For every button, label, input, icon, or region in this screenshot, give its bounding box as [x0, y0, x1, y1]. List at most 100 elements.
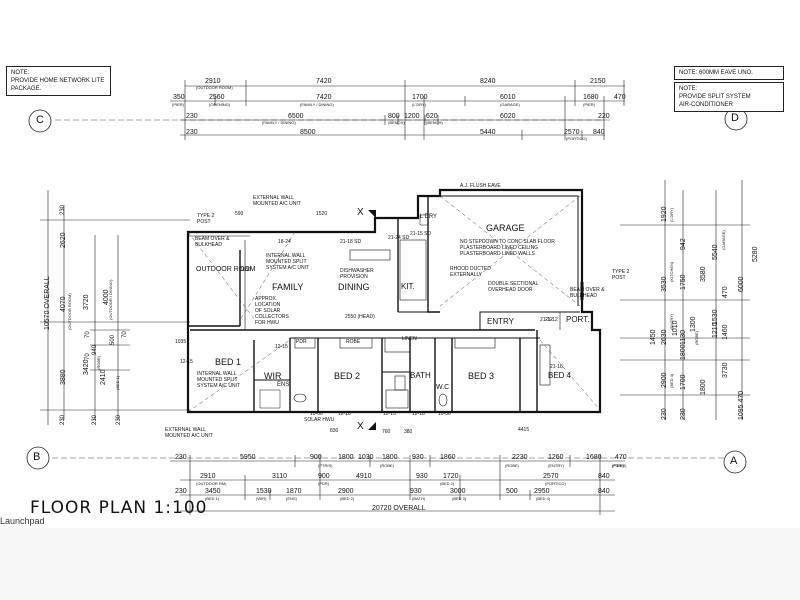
annotation-text: MOUNTED SPLIT — [197, 377, 238, 383]
dimension-label: 470 — [614, 94, 626, 101]
room-label-bed3: BED 3 — [468, 371, 495, 381]
dimension-label: 930 — [410, 488, 422, 495]
dimension-label: 1800 — [338, 454, 354, 461]
small-dimension: 12-15 — [383, 411, 396, 417]
dimension-label: 1750 — [680, 274, 687, 290]
dimension-sub: (ROBE) — [96, 356, 101, 370]
dimension-label: 5440 — [480, 129, 496, 136]
dimension-sub: (PDR) — [318, 481, 330, 486]
room-label-robe: ROBE — [346, 339, 361, 345]
dimension-sub: (BED 2) — [440, 481, 455, 486]
dimension-sub: (GARAGE) — [500, 102, 520, 107]
dimension-label: 1800 — [700, 379, 707, 395]
small-dimension: 1520 — [316, 211, 328, 217]
dimension-label: 900 — [318, 473, 330, 480]
dimension-label: 1680 — [586, 454, 602, 461]
dimension-sub: (PTRIS) — [318, 463, 333, 468]
annotation-text: MOUNTED A/C UNIT — [253, 201, 301, 207]
room-label-entry: ENTRY — [487, 317, 514, 326]
dimension-sub: (PIER) — [612, 463, 624, 468]
annotation-text: INTERNAL WALL — [266, 253, 306, 259]
annotation-text: RHOOD DUCTED — [450, 266, 491, 272]
annotation-text: POST — [197, 219, 211, 225]
dimension-label: 70 — [122, 331, 128, 338]
room-label-kitchen: KIT. — [401, 282, 415, 291]
dimension-sub: (GARAGE) — [721, 230, 726, 250]
small-dimension: 21-12 — [540, 317, 553, 323]
annotation-text: MOUNTED A/C UNIT — [165, 433, 213, 439]
small-dimension: 21-24 SD — [388, 235, 410, 241]
dimension-sub: (PIER) — [583, 102, 595, 107]
dimension-sub: (BED 4) — [669, 373, 674, 388]
dimension-label: 1700 — [412, 94, 428, 101]
room-label-family: FAMILY — [272, 282, 304, 292]
small-dimension: 1035 — [175, 339, 187, 345]
dimension-label: 930 — [412, 454, 424, 461]
building-walls — [186, 188, 602, 414]
dimension-label: 230 — [680, 408, 687, 420]
dimension-sub: (PTRIS) — [612, 463, 627, 468]
dimension-sub: (ENTRY) — [548, 463, 565, 468]
small-dimension: 21-18 SD — [340, 239, 362, 245]
room-label-linen: LINEN — [402, 336, 417, 342]
dimension-label: 2570 — [543, 473, 559, 480]
background-strip — [0, 528, 800, 600]
dimension-label: 230 — [186, 129, 198, 136]
dimension-label: 4070 — [60, 296, 67, 312]
annotation-text: FOR HWU — [255, 320, 279, 326]
small-dimension: 18-24 — [278, 239, 291, 245]
dimension-sub: (PIER) — [172, 102, 184, 107]
dimension-label: 2910 — [205, 78, 221, 85]
room-label-bed2: BED 2 — [334, 371, 361, 381]
dimension-label: 10570 OVERALL — [44, 276, 51, 330]
dimension-label: 1800 — [680, 344, 687, 360]
dimension-label: 900 — [310, 454, 322, 461]
launchpad-label[interactable]: Launchpad — [0, 516, 45, 526]
dimension-sub: (ROBE) — [380, 463, 394, 468]
dimension-label: 940 — [92, 344, 98, 355]
note-line: NOTE: — [679, 86, 698, 92]
dimension-label: 1210 — [712, 322, 719, 338]
dimension-label: 3720 — [83, 294, 90, 310]
annotation-text: TYPE 2 — [197, 213, 215, 219]
dimension-label: 5280 — [752, 246, 759, 262]
annotation-text: TYPE 2 — [612, 269, 630, 275]
dimension-label: 620 — [426, 113, 438, 120]
section-mark: X — [357, 207, 364, 218]
small-dimension: 12-18 — [338, 411, 351, 417]
dimension-sub: (PORTICO) — [545, 481, 566, 486]
dimension-sub: (KITCHEN) — [669, 261, 674, 282]
dimension-label: 1700 — [680, 374, 687, 390]
annotation-text: DISHWASHER — [340, 268, 374, 274]
dimension-label: 840 — [598, 488, 610, 495]
dimension-label: 7420 — [316, 94, 332, 101]
dimension-label: 6500 — [288, 113, 304, 120]
dimension-sub: (BED 3) — [452, 496, 467, 501]
dimension-sub: (OUTDOOR ROOM) — [196, 85, 233, 90]
note-line: AIR-CONDITIONER — [679, 102, 733, 108]
grid-marker-label: B — [33, 451, 41, 463]
dimension-label: 1460 — [722, 324, 729, 340]
small-dimension: 380 — [404, 429, 413, 435]
annotation-text: DOUBLE SECTIONAL — [488, 281, 539, 287]
dimension-label: 2150 — [590, 78, 606, 85]
dimension-label: 1870 — [286, 488, 302, 495]
annotation-text: BULKHEAD — [195, 242, 222, 248]
diagonal-hatch-lines — [187, 195, 601, 413]
bottom-dimension-lines — [170, 455, 625, 515]
dimension-label: 2900 — [338, 488, 354, 495]
dimension-label: 5540 — [712, 244, 719, 260]
dimension-label: 3880 — [60, 369, 67, 385]
dimension-label: 220 — [598, 113, 610, 120]
dimension-label: 1200 — [404, 113, 420, 120]
dimension-sub: (OUTDOOR RM) — [196, 481, 227, 486]
dimension-label: 2410 — [100, 369, 107, 385]
small-dimension: 590 — [235, 211, 244, 217]
annotation-text: SOLAR HWU — [304, 417, 335, 423]
dimension-label: 20720 OVERALL — [372, 505, 426, 512]
small-dimension: 12-15 — [180, 359, 193, 365]
small-dimension: 12-18 — [412, 411, 425, 417]
room-label-bed1: BED 1 — [215, 357, 242, 367]
grid-marker-label: C — [36, 114, 44, 126]
left-dimension-lines — [40, 190, 190, 425]
